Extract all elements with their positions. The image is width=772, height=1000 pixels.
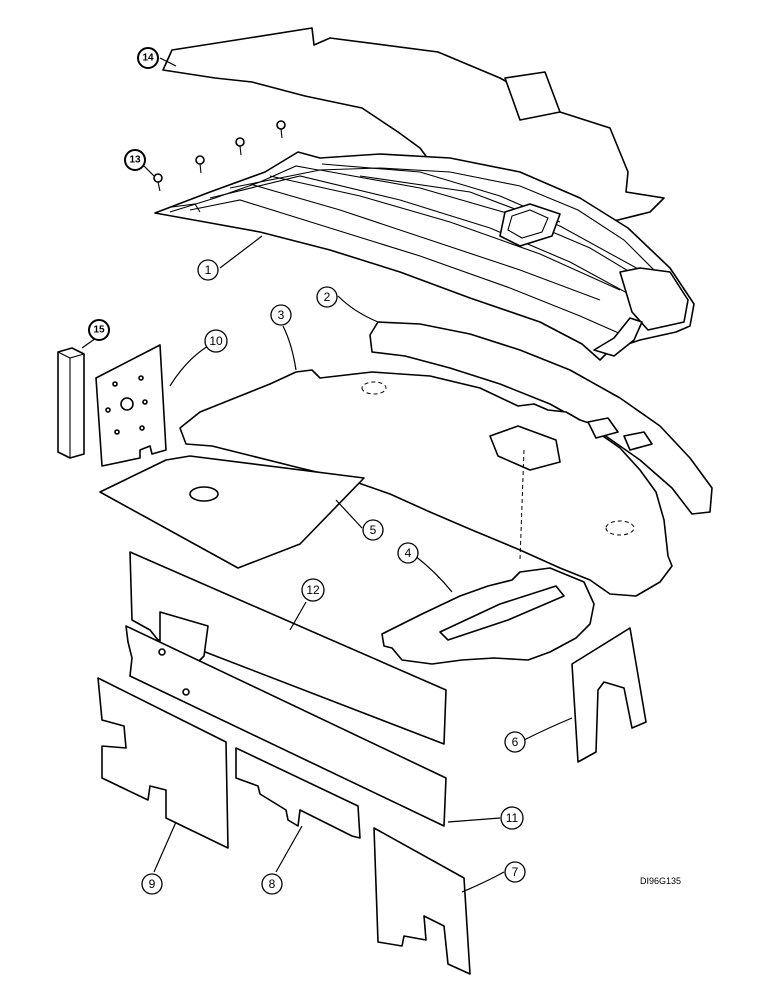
callout-4: 4 — [397, 542, 419, 564]
callout-10: 10 — [204, 329, 228, 353]
callout-15: 15 — [88, 319, 110, 341]
svg-text:9: 9 — [149, 877, 156, 891]
svg-text:11: 11 — [506, 811, 519, 825]
callout-13: 13 — [124, 149, 146, 171]
leader-lines — [81, 57, 573, 893]
part-8-notched-strip — [235, 747, 361, 839]
screw-group-13 — [153, 120, 286, 192]
svg-text:6: 6 — [512, 735, 519, 749]
callout-12: 12 — [301, 578, 325, 602]
part-6-u-bracket — [571, 627, 647, 763]
part-2-curved-strip — [369, 321, 713, 515]
callout-11: 11 — [500, 806, 524, 830]
part-1-floor-mat — [154, 151, 695, 361]
callout-14: 14 — [137, 47, 159, 69]
svg-text:5: 5 — [370, 523, 377, 537]
svg-text:12: 12 — [306, 583, 320, 597]
svg-text:4: 4 — [405, 546, 412, 560]
svg-text:7: 7 — [512, 865, 519, 879]
callout-8: 8 — [261, 873, 283, 895]
screw — [153, 173, 163, 192]
part-5-flat-panel — [99, 455, 365, 569]
screw — [276, 120, 286, 139]
part-15-block — [57, 347, 85, 459]
svg-text:15: 15 — [93, 325, 105, 336]
part-7-slotted-panel — [373, 827, 471, 975]
part-3-large-panel — [179, 369, 673, 597]
part-11-long-strip — [125, 625, 447, 827]
svg-text:2: 2 — [324, 290, 331, 304]
callout-3: 3 — [270, 304, 292, 326]
callout-1: 1 — [197, 259, 219, 281]
svg-text:1: 1 — [205, 263, 212, 277]
callout-5: 5 — [362, 519, 384, 541]
drawing-code-label: DI96G135 — [640, 876, 681, 886]
screw — [195, 155, 205, 174]
svg-text:8: 8 — [269, 877, 276, 891]
callout-6: 6 — [504, 731, 526, 753]
svg-text:3: 3 — [278, 308, 285, 322]
part-4-slotted-panel — [381, 567, 595, 665]
callout-2: 2 — [316, 286, 338, 308]
screw — [235, 137, 245, 156]
part-9-notched-panel — [97, 677, 229, 849]
svg-text:10: 10 — [209, 334, 223, 348]
callout-9: 9 — [141, 873, 163, 895]
svg-text:13: 13 — [129, 155, 141, 166]
part-10-plate — [95, 344, 167, 467]
svg-text:14: 14 — [142, 53, 154, 64]
callout-7: 7 — [504, 861, 526, 883]
